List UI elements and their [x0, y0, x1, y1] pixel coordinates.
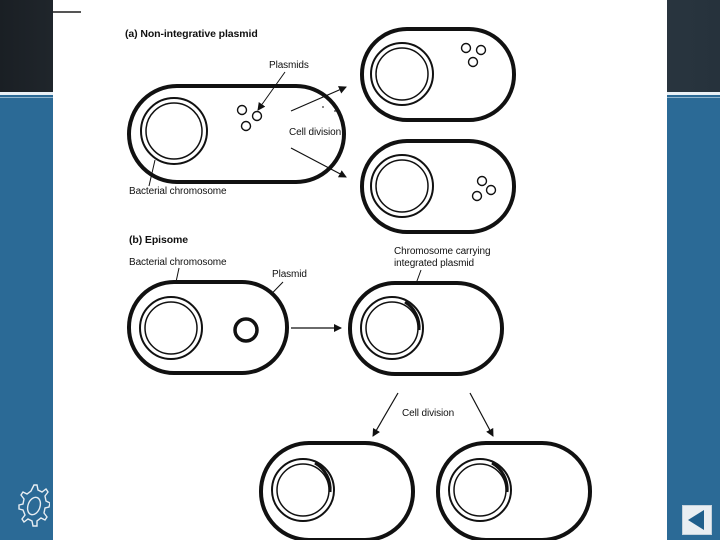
parent-cell-a: [127, 84, 346, 184]
daughter-cell-a-bottom: [360, 139, 516, 234]
back-arrow-icon[interactable]: [682, 505, 712, 535]
integrated-cell: [348, 281, 504, 376]
division-arrow-upper: [290, 86, 347, 112]
division-label-b: Cell division: [402, 408, 454, 419]
plasmids-pointer: [257, 71, 286, 111]
plasmids-label: Plasmids: [269, 60, 309, 71]
section-a-title: (a) Non-integrative plasmid: [125, 28, 258, 40]
section-b-title: (b) Episome: [129, 234, 188, 246]
chromosome-pointer-a: [148, 159, 156, 187]
daughter-cell-b-right: [436, 441, 592, 540]
plasmid-label-b: Plasmid: [272, 269, 307, 280]
daughter-cell-b-left: [259, 441, 415, 540]
plasmid-diagram: (a) Non-integrative plasmid Plasmids Bac…: [53, 11, 592, 540]
division-arrow-left: [372, 392, 399, 437]
gear-icon: [18, 484, 50, 527]
chromosome-label-a: Bacterial chromosome: [129, 186, 227, 197]
division-label-a: Cell division: [289, 127, 341, 138]
division-arrow-lower: [290, 147, 347, 178]
slide-panel: (a) Non-integrative plasmid Plasmids Bac…: [53, 0, 667, 540]
integrated-label-line1: Chromosome carrying: [394, 246, 490, 257]
parent-cell-b: [127, 280, 289, 375]
plasmids-a: [236, 104, 263, 132]
integrated-label-line2: integrated plasmid: [394, 258, 474, 269]
chromosome-label-b: Bacterial chromosome: [129, 257, 227, 268]
daughter-cell-a-top: [360, 27, 516, 122]
division-arrow-right: [469, 392, 494, 437]
